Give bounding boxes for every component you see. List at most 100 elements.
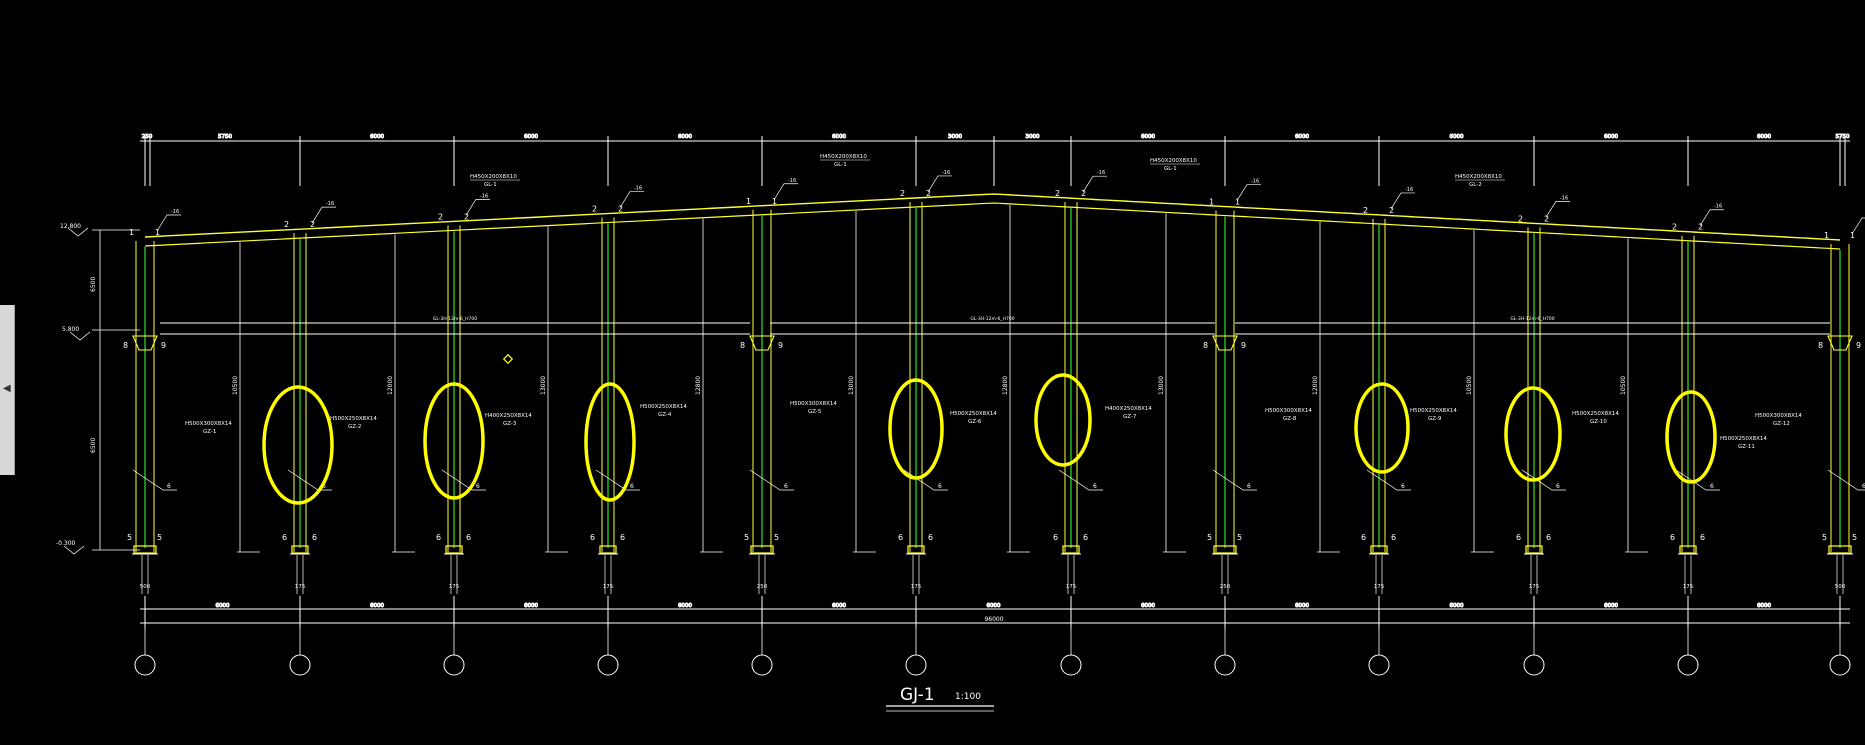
- node-number: 8: [1203, 341, 1208, 350]
- weld-number: 6: [630, 483, 634, 490]
- beam-section-name: H450X200X8X10: [1455, 174, 1502, 180]
- column-code: GZ-2: [348, 424, 361, 430]
- node-number: 2: [1055, 189, 1060, 198]
- column-base-dim: 175: [1066, 584, 1077, 590]
- node-number: 1: [1824, 231, 1829, 240]
- node-number: 6: [1083, 533, 1088, 542]
- node-number: 2: [1672, 223, 1677, 232]
- column-code: GZ-5: [808, 409, 822, 415]
- column-section-name: H500X300X8X14: [1265, 408, 1312, 414]
- leader-line: [1082, 175, 1107, 193]
- column-base-plate: [907, 545, 925, 554]
- top-dim-value: 6000: [832, 134, 846, 140]
- node-number: 6: [312, 533, 317, 542]
- column-height-value: 12800: [1002, 376, 1009, 395]
- node-number: 9: [778, 341, 783, 350]
- top-dim-value: 6000: [1295, 134, 1309, 140]
- column-base-plate: [291, 545, 309, 554]
- top-dim-value: 6000: [1141, 134, 1155, 140]
- weld-number: 6: [1862, 483, 1865, 490]
- plate-tag: -16: [1714, 204, 1722, 210]
- plate-tag: -16: [171, 209, 179, 215]
- leader-line: [311, 206, 336, 224]
- side-panel-toggle[interactable]: ◀: [0, 305, 15, 475]
- column-base-dim: 175: [295, 584, 306, 590]
- column-height-value: 10500: [232, 376, 239, 395]
- column-code: GZ-12: [1773, 421, 1790, 427]
- elevation-symbol: [69, 331, 91, 341]
- node-number: 1: [772, 197, 777, 206]
- axis-bubble: [597, 654, 619, 676]
- weld-number: 6: [1093, 483, 1097, 490]
- bottom-dim-value: 6000: [1295, 603, 1309, 609]
- roof-beam-bottom-flange: [144, 202, 1841, 250]
- node-number: 9: [1856, 341, 1861, 350]
- elevation-base: -0.300: [56, 540, 76, 547]
- top-dim-value: 6000: [1757, 134, 1771, 140]
- crane-beam-label: GL-3H-12m-6_H700: [970, 316, 1014, 322]
- weld-number: 6: [1247, 483, 1251, 490]
- column-code: GZ-4: [658, 412, 672, 418]
- left-vdim-2: 6500: [90, 438, 97, 453]
- bottom-dim-value: 6000: [1450, 603, 1464, 609]
- bottom-dim-value: 6000: [1757, 603, 1771, 609]
- leader-line: [1236, 184, 1261, 201]
- node-number: 6: [590, 533, 595, 542]
- column-section-name: H500X250X8X14: [950, 411, 997, 417]
- node-number: 2: [1698, 223, 1703, 232]
- leader-line: [465, 198, 490, 216]
- beam-code: GL-1: [834, 162, 847, 168]
- column-base-plate: [1213, 545, 1237, 554]
- weld-number: 6: [167, 483, 171, 490]
- column-section-name: H400X250X8X14: [1105, 406, 1152, 412]
- plate-tag: -16: [1097, 170, 1105, 176]
- weld-number: 6: [1710, 483, 1714, 490]
- axis-bubble: [1523, 654, 1545, 676]
- highlight-ellipses: [262, 353, 1717, 505]
- node-number: 2: [1518, 214, 1523, 223]
- axis-bubble: [751, 654, 773, 676]
- plate-tag: -16: [326, 201, 334, 207]
- column-height-value: 12800: [695, 376, 702, 395]
- column-section-name: H400X250X8X14: [485, 413, 532, 419]
- weld-number: 6: [322, 483, 326, 490]
- node-number: 5: [127, 533, 132, 542]
- bottom-dim-value: 6000: [678, 603, 692, 609]
- top-dim-value: 6000: [370, 134, 384, 140]
- top-dim-value: 6000: [678, 134, 692, 140]
- weld-number: 6: [784, 483, 788, 490]
- beam-code: GL-1: [484, 182, 497, 188]
- crane-beam-label: GL-3H-12m-6_H700: [1510, 316, 1554, 322]
- node-number: 1: [1850, 231, 1855, 240]
- column-base-plate: [1525, 545, 1543, 554]
- highlight-ellipse: [1034, 373, 1092, 467]
- column-height-value: 13000: [540, 376, 547, 395]
- node-number: 2: [618, 205, 623, 214]
- weld-number: 6: [476, 483, 480, 490]
- node-number: 6: [466, 533, 471, 542]
- column-height-value: 12000: [1312, 376, 1319, 395]
- node-number: 2: [1081, 189, 1086, 198]
- column-base-dim: 175: [911, 584, 922, 590]
- node-number: 6: [1391, 533, 1396, 542]
- weld-number: 6: [1556, 483, 1560, 490]
- node-number: 6: [1546, 533, 1551, 542]
- axis-bubble: [134, 654, 156, 676]
- column-section-name: H500X250X8X14: [1572, 411, 1619, 417]
- elevation-symbol: [67, 227, 89, 237]
- column-base-dim: 175: [449, 584, 460, 590]
- node-number: 5: [1237, 533, 1242, 542]
- column-height-value: 12000: [387, 376, 394, 395]
- highlight-ellipse: [262, 385, 334, 505]
- node-number: 6: [1053, 533, 1058, 542]
- leader-line: [1058, 469, 1103, 491]
- leader-line: [1366, 469, 1411, 491]
- top-dim-value: 6000: [1450, 134, 1464, 140]
- column-section-name: H500X250X8X14: [330, 416, 377, 422]
- leader-line: [619, 191, 644, 208]
- axis-bubble: [1060, 654, 1082, 676]
- column-height-value: 13000: [1158, 376, 1165, 395]
